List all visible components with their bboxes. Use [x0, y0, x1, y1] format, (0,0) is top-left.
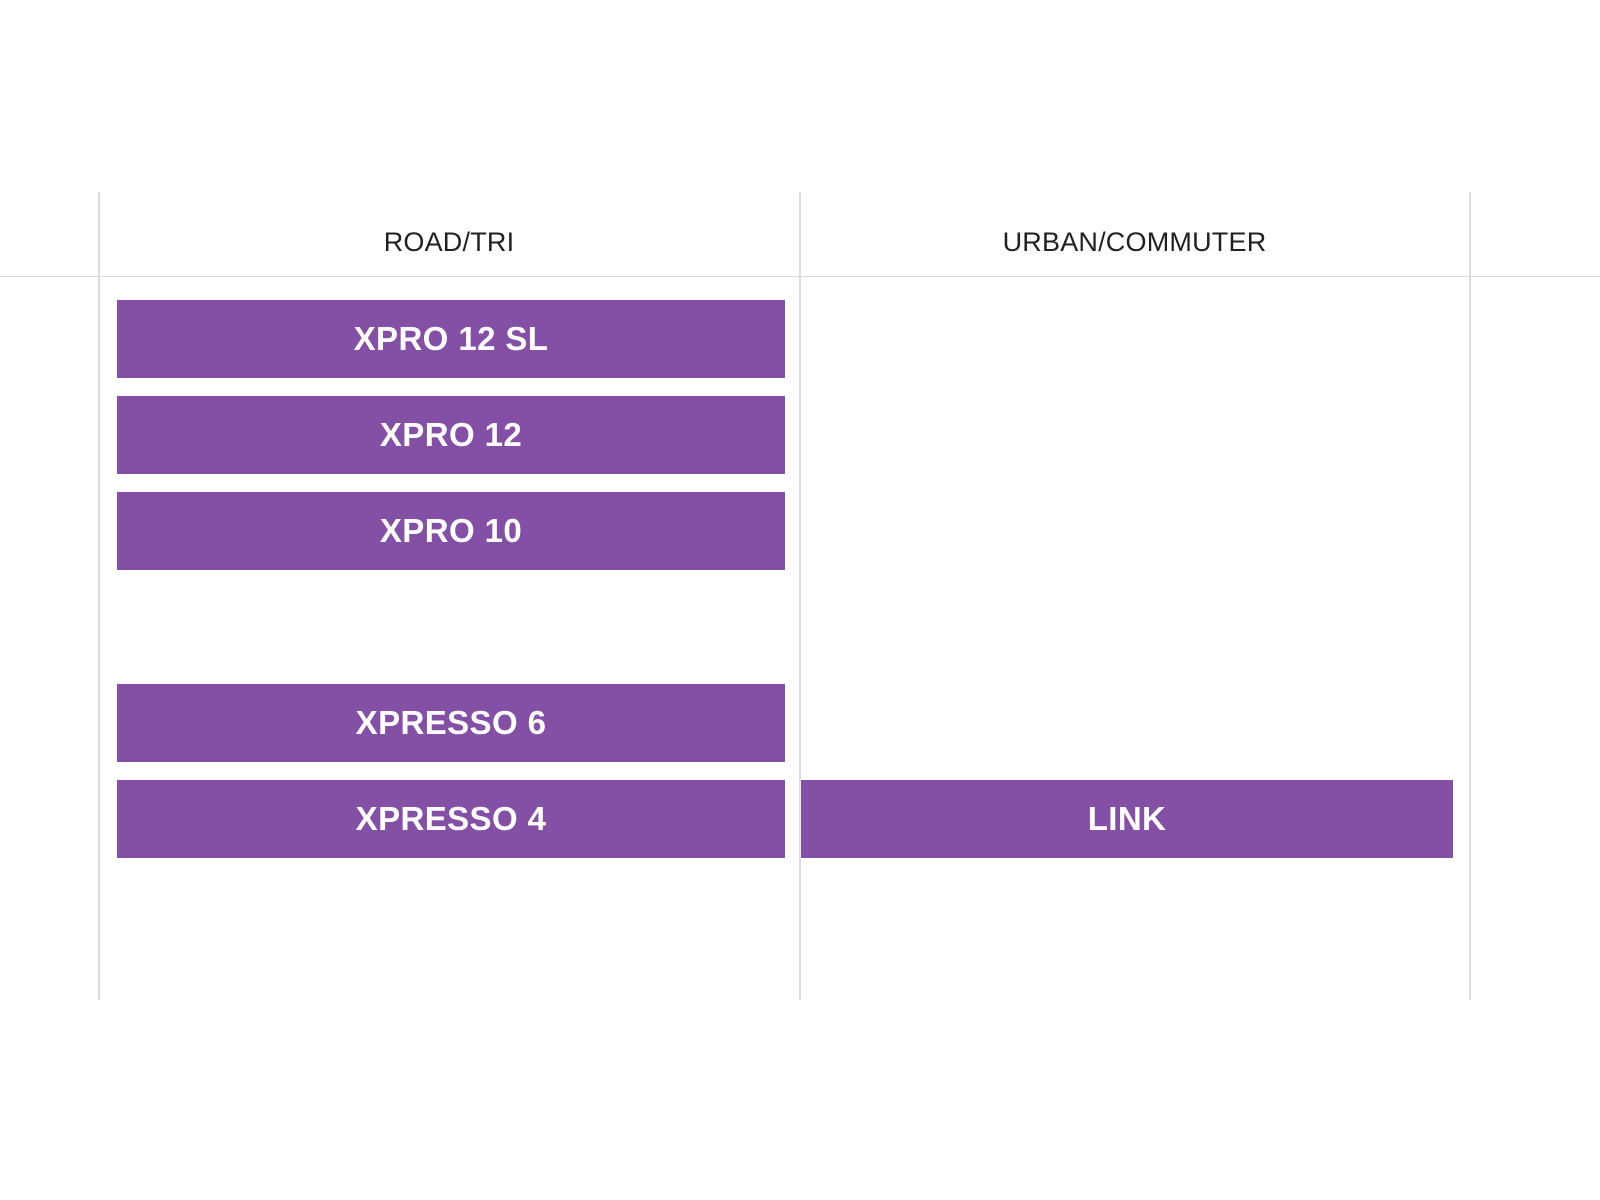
column-divider-right: [1469, 192, 1471, 1000]
product-bar-xpro-12[interactable]: XPRO 12: [117, 396, 785, 474]
product-bar-label: XPRO 12 SL: [353, 320, 549, 357]
product-bar-label: LINK: [1087, 800, 1167, 837]
column-header-urban-commuter: URBAN/COMMUTER: [1002, 227, 1267, 257]
product-bar-xpro-12-sl[interactable]: XPRO 12 SL: [117, 300, 785, 378]
header-divider: [0, 276, 1600, 277]
column-divider-center: [799, 192, 801, 1000]
product-bar-label: XPRO 10: [379, 512, 523, 549]
column-divider-left: [98, 192, 100, 1000]
product-bar-label: XPRESSO 4: [355, 800, 547, 837]
column-header-road-tri: ROAD/TRI: [383, 227, 515, 257]
product-bar-xpresso-4[interactable]: XPRESSO 4: [117, 780, 785, 858]
product-bar-xpresso-6[interactable]: XPRESSO 6: [117, 684, 785, 762]
product-bar-label: XPRESSO 6: [355, 704, 547, 741]
product-bar-link[interactable]: LINK: [801, 780, 1453, 858]
product-bar-xpro-10[interactable]: XPRO 10: [117, 492, 785, 570]
product-bar-label: XPRO 12: [379, 416, 523, 453]
